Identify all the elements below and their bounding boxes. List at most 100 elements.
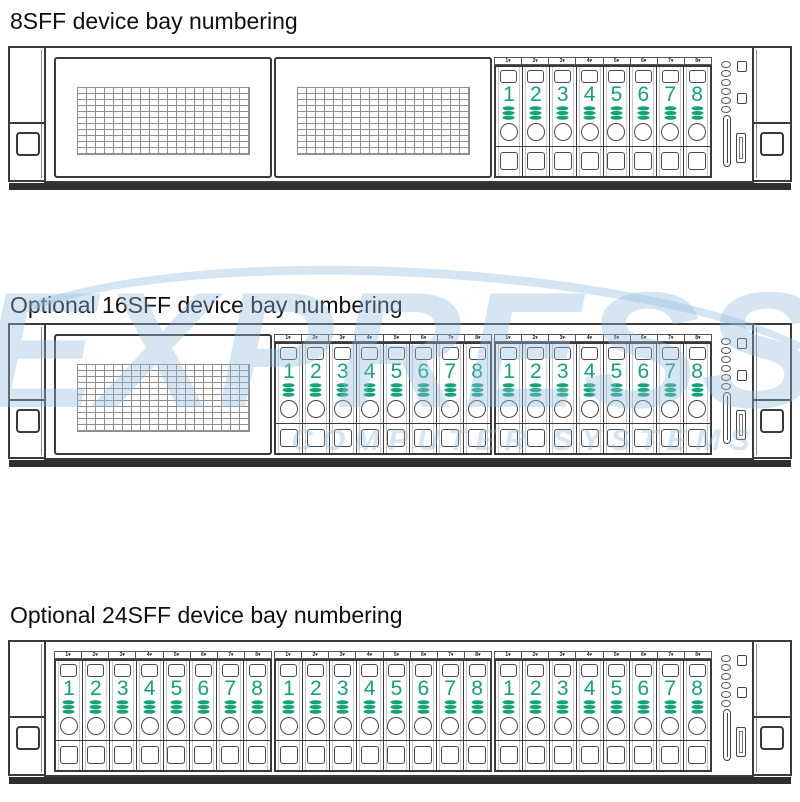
drive-bay: 8 xyxy=(244,661,270,770)
diagram-title: Optional 16SFF device bay numbering xyxy=(10,292,403,318)
disk-stack-icon xyxy=(308,700,323,714)
drive-latch-circle xyxy=(607,400,626,418)
drive-latch-circle xyxy=(86,717,105,735)
drive-handle xyxy=(307,664,325,677)
drive-bay: 8 xyxy=(684,67,710,176)
drive-handle xyxy=(280,664,298,677)
drive-handle xyxy=(307,347,325,360)
drive-handle xyxy=(607,347,625,360)
bay-tab-label: 5▾ xyxy=(384,335,411,341)
drive-bay: 4 xyxy=(356,661,384,770)
led-oval-icon xyxy=(721,383,731,390)
uid-button xyxy=(737,338,747,349)
drive-latch-circle xyxy=(414,400,433,418)
drive-latch-circle xyxy=(140,717,159,735)
drive-handle xyxy=(141,664,159,677)
drive-handle xyxy=(607,664,625,677)
drive-blank-square xyxy=(580,429,599,447)
bay-bottom-section xyxy=(657,423,684,453)
drive-latch-circle xyxy=(468,400,487,418)
drive-bay: 8 xyxy=(464,344,490,453)
drive-latch-circle xyxy=(221,717,240,735)
bay-tab-label: 4▾ xyxy=(576,58,604,64)
bay-bottom-section xyxy=(684,423,710,453)
bay-tab-label: 4▾ xyxy=(576,335,604,341)
drive-blank-square xyxy=(414,429,433,447)
drive-bay: 1 xyxy=(276,661,303,770)
drive-bay: 8 xyxy=(684,661,710,770)
drive-latch-circle xyxy=(59,717,78,735)
drive-bay: 6 xyxy=(190,661,218,770)
drive-blank-square xyxy=(607,152,626,170)
disk-stack-icon xyxy=(250,700,265,714)
front-panel-controls xyxy=(718,651,748,772)
drive-blank-square xyxy=(634,746,653,764)
drive-latch-circle xyxy=(688,123,707,141)
led-oval-icon xyxy=(721,673,731,680)
drive-blank-square xyxy=(360,746,379,764)
disk-stack-icon xyxy=(582,700,597,714)
drive-blank-square xyxy=(499,152,518,170)
bay-number: 6 xyxy=(417,360,430,383)
drive-bay: 6 xyxy=(410,344,438,453)
drive-blank-square xyxy=(553,746,572,764)
bay-tab-label: 4▾ xyxy=(356,335,384,341)
blank-bay-panel xyxy=(54,334,272,455)
bay-tab-label: 7▾ xyxy=(438,652,465,658)
bay-number: 4 xyxy=(363,360,376,383)
drive-blank-square xyxy=(688,429,707,447)
bay-number: 3 xyxy=(556,360,569,383)
left-rack-ear xyxy=(8,323,46,459)
led-oval-icon xyxy=(721,79,731,86)
bay-number: 3 xyxy=(336,677,349,700)
disk-stack-icon xyxy=(663,383,678,397)
left-rack-ear xyxy=(8,640,46,776)
disk-stack-icon xyxy=(528,106,543,120)
vent-mesh-icon xyxy=(77,364,250,432)
bay-tab-label: 8▾ xyxy=(475,652,481,658)
power-button xyxy=(737,93,747,104)
drive-handle xyxy=(688,70,706,83)
drive-bay: 6 xyxy=(630,661,658,770)
drive-bay: 8 xyxy=(684,344,710,453)
led-oval-icon xyxy=(721,338,731,345)
diagram-title: Optional 24SFF device bay numbering xyxy=(10,602,403,628)
bay-number: 7 xyxy=(664,360,677,383)
disk-stack-icon xyxy=(470,383,485,397)
drive-latch-circle xyxy=(387,717,406,735)
drive-blank-square xyxy=(333,429,352,447)
bay-tab-label: 1▾ xyxy=(495,335,523,341)
drive-handle xyxy=(60,664,78,677)
drive-handle xyxy=(688,347,706,360)
drive-blank-square xyxy=(387,429,406,447)
drive-latch-circle xyxy=(634,400,653,418)
bay-number: 6 xyxy=(637,677,650,700)
bay-bottom-section xyxy=(217,740,244,770)
drive-bay: 5 xyxy=(603,67,631,176)
bay-bottom-section xyxy=(496,146,522,176)
rack-ear-latch-button xyxy=(15,409,40,434)
disk-stack-icon xyxy=(416,383,431,397)
drive-blank-square xyxy=(387,746,406,764)
drive-blank-square xyxy=(167,746,186,764)
bay-bottom-section xyxy=(356,423,383,453)
bay-tab-label: 2▾ xyxy=(302,335,330,341)
bay-tab-label: 1▾ xyxy=(55,652,83,658)
drive-blank-square xyxy=(441,746,460,764)
led-oval-icon xyxy=(721,347,731,354)
drive-handle xyxy=(468,664,486,677)
drive-bay: 7 xyxy=(217,661,245,770)
disk-stack-icon xyxy=(636,383,651,397)
bay-bottom-section xyxy=(630,423,657,453)
bay-tab-label: 2▾ xyxy=(522,335,550,341)
drive-blank-square xyxy=(526,152,545,170)
drive-handle xyxy=(661,347,679,360)
drive-handle xyxy=(248,664,266,677)
